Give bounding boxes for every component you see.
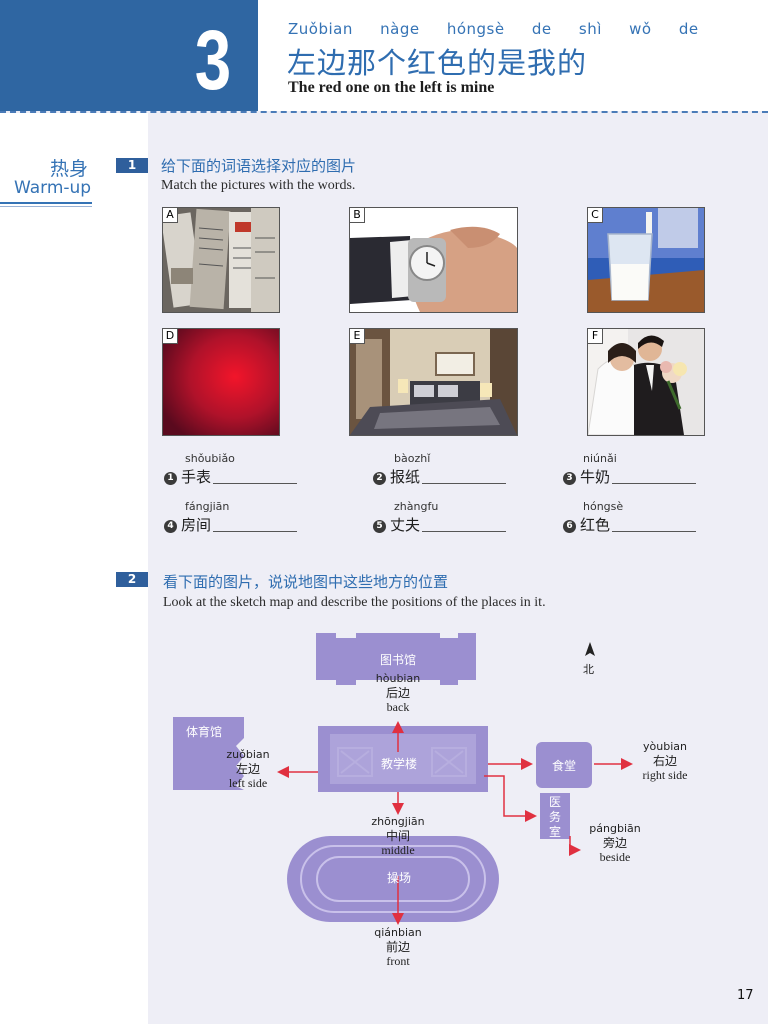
section-underline	[0, 202, 92, 204]
number-circle: 1	[164, 472, 177, 485]
answer-blank-1[interactable]	[213, 482, 298, 484]
exercise-1-instruction-cn: 给下面的词语选择对应的图片	[161, 157, 357, 175]
front-cn: 前边	[385, 940, 410, 954]
left-en: left side	[228, 776, 268, 790]
picture-a-newspapers: A	[162, 207, 280, 313]
exercise-1-number: 1	[116, 158, 148, 173]
word-5-hanzi: 丈夫	[390, 516, 421, 534]
back-label: hòubian 后边 back	[358, 672, 438, 714]
section-underline-thin	[0, 206, 92, 207]
picture-letter: E	[350, 329, 365, 344]
header-divider	[0, 111, 768, 113]
back-pinyin: hòubian	[375, 672, 421, 685]
middle-cn: 中间	[385, 829, 410, 843]
beside-label: pángbiān 旁边 beside	[580, 822, 650, 864]
back-cn: 后边	[385, 686, 410, 700]
left-margin	[0, 113, 148, 1024]
picture-letter: F	[588, 329, 603, 344]
section-label-cn: 热身	[50, 158, 89, 180]
middle-en: middle	[381, 843, 415, 857]
picture-c-milk: C	[587, 207, 705, 313]
chapter-number: 3	[194, 13, 232, 107]
page-number: 17	[737, 988, 754, 1003]
word-1-pinyin: shǒubiǎo	[185, 452, 235, 465]
number-circle: 5	[373, 520, 386, 533]
word-6-hanzi: 红色	[580, 516, 611, 534]
title-english: The red one on the left is mine	[288, 79, 495, 96]
answer-blank-2[interactable]	[422, 482, 507, 484]
canteen-label: 食堂	[551, 759, 576, 773]
picture-letter: B	[350, 208, 365, 223]
front-en: front	[386, 954, 410, 968]
exercise-1-instruction-en: Match the pictures with the words.	[161, 178, 356, 193]
picture-letter: C	[588, 208, 603, 223]
word-2-pinyin: bàozhǐ	[394, 452, 431, 465]
right-label: yòubian 右边 right side	[630, 740, 700, 782]
word-4-hanzi: 房间	[181, 516, 212, 534]
playground-label: 操场	[386, 871, 411, 885]
middle-pinyin: zhōngjiān	[371, 815, 425, 828]
front-label: qiánbian 前边 front	[358, 926, 438, 968]
word-5-pinyin: zhàngfu	[394, 500, 439, 513]
header-area	[258, 0, 768, 111]
library-label: 图书馆	[379, 653, 416, 667]
number-circle: 6	[563, 520, 576, 533]
title-pinyin: Zuǒbian nàge hóngsè de shì wǒ de	[288, 20, 699, 38]
picture-b-watch: B	[349, 207, 518, 313]
word-2-hanzi: 报纸	[390, 468, 421, 486]
word-6-pinyin: hóngsè	[583, 500, 624, 513]
number-circle: 2	[373, 472, 386, 485]
number-circle: 3	[563, 472, 576, 485]
left-pinyin: zuǒbian	[226, 748, 270, 761]
word-4-pinyin: fángjiān	[185, 500, 230, 513]
exercise-2-instruction-en: Look at the sketch map and describe the …	[163, 595, 546, 610]
picture-e-room: E	[349, 328, 518, 436]
word-1-hanzi: 手表	[181, 468, 212, 486]
right-en: right side	[642, 768, 688, 782]
back-en: back	[386, 700, 410, 714]
right-cn: 右边	[652, 754, 677, 768]
word-1-row: 1 手表	[164, 466, 298, 487]
teaching-building-label: 教学楼	[380, 757, 417, 771]
word-4-row: 4 房间	[164, 514, 298, 535]
middle-label: zhōngjiān 中间 middle	[358, 815, 438, 857]
left-cn: 左边	[235, 762, 260, 776]
answer-blank-6[interactable]	[612, 530, 697, 532]
picture-letter: A	[163, 208, 178, 223]
beside-pinyin: pángbiān	[589, 822, 641, 835]
exercise-2-number: 2	[116, 572, 148, 587]
title-chinese: 左边那个红色的是我的	[287, 46, 588, 80]
exercise-2-instruction-cn: 看下面的图片，说说地图中这些地方的位置	[163, 573, 449, 591]
word-5-row: 5 丈夫	[373, 514, 507, 535]
section-label-en: Warm-up	[14, 178, 92, 198]
word-6-row: 6 红色	[563, 514, 697, 535]
word-3-row: 3 牛奶	[563, 466, 697, 487]
word-3-hanzi: 牛奶	[580, 468, 611, 486]
right-pinyin: yòubian	[643, 740, 687, 753]
clinic-label: 医务室	[548, 795, 561, 839]
picture-f-husband: F	[587, 328, 705, 436]
chapter-banner: 3	[0, 0, 258, 111]
picture-letter: D	[163, 329, 178, 344]
beside-en: beside	[599, 850, 631, 864]
word-2-row: 2 报纸	[373, 466, 507, 487]
beside-cn: 旁边	[602, 836, 627, 850]
front-pinyin: qiánbian	[374, 926, 422, 939]
answer-blank-4[interactable]	[213, 530, 298, 532]
picture-d-red: D	[162, 328, 280, 436]
north-label: 北	[583, 663, 594, 676]
number-circle: 4	[164, 520, 177, 533]
left-label: zuǒbian 左边 left side	[212, 748, 284, 790]
answer-blank-5[interactable]	[422, 530, 507, 532]
answer-blank-3[interactable]	[612, 482, 697, 484]
word-3-pinyin: niúnǎi	[583, 452, 617, 465]
gym-label: 体育馆	[185, 725, 222, 739]
